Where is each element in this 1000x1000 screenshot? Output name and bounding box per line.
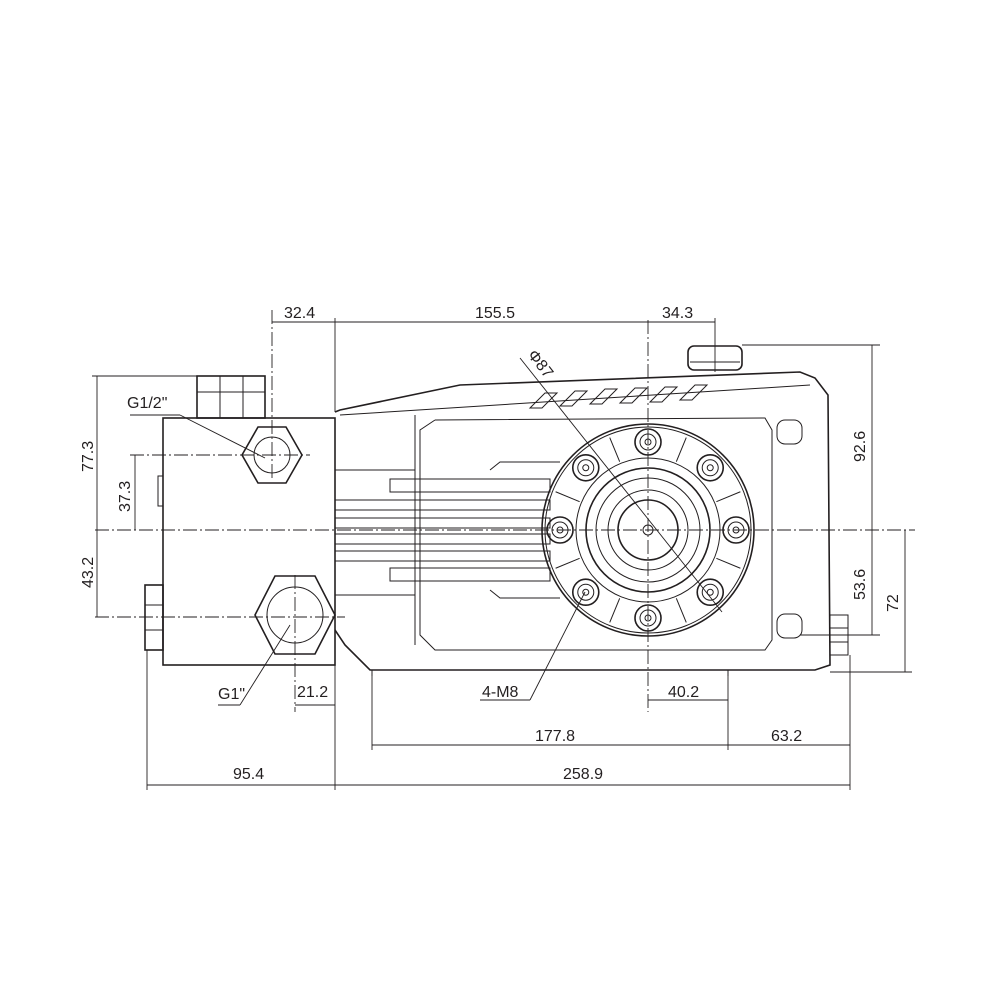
dim-21-2: 21.2 (297, 684, 328, 701)
flange-rib (555, 557, 580, 569)
outlet-port-hex (241, 426, 303, 484)
dim-37-3: 37.3 (117, 481, 134, 512)
flange-bolt-icon (696, 578, 725, 607)
flange-bolt-icon (577, 583, 595, 601)
flange-bolt-icon (644, 614, 652, 622)
flange-bolt-icon (639, 609, 657, 627)
dim-155-5: 155.5 (475, 305, 515, 322)
dim-258-9: 258.9 (563, 766, 603, 783)
flange-bolt-icon (701, 583, 719, 601)
flange-bolt-icon (727, 521, 745, 539)
centerlines (95, 310, 915, 712)
flange-bolt-icon (644, 438, 652, 446)
flange-bolt-icon (634, 428, 662, 456)
flange-bolt-icon (577, 459, 595, 477)
flange-rib (609, 598, 621, 623)
flange-rib (555, 491, 580, 503)
flange (541, 423, 755, 637)
dim-53-6: 53.6 (852, 569, 869, 600)
dim-72: 72 (885, 594, 902, 612)
dim-32-4: 32.4 (284, 305, 315, 322)
dim-43-2: 43.2 (80, 557, 97, 588)
flange-rib (609, 437, 621, 462)
flange-bolt-icon (634, 604, 662, 632)
callout-g1-2: G1/2" (127, 395, 167, 412)
flange-bolt-icon (582, 588, 590, 596)
flange-bolt-icon (551, 521, 569, 539)
dim-34-3: 34.3 (662, 305, 693, 322)
flange-bolt-icon (696, 453, 725, 482)
flange-bolt-icon (722, 516, 750, 544)
flange-bolt-icon (571, 453, 600, 482)
dim-40-2: 40.2 (668, 684, 699, 701)
flange-bolt-icon (706, 464, 714, 472)
flange-bolt-icon (582, 464, 590, 472)
flange-rib (675, 437, 687, 462)
flange-bolt-icon (732, 526, 740, 534)
callout-4-m8: 4-M8 (482, 684, 519, 701)
dim-177-8: 177.8 (535, 728, 575, 745)
dim-63-2: 63.2 (771, 728, 802, 745)
flange-bolt-icon (706, 588, 714, 596)
flange-rib (716, 557, 741, 569)
dimension-lines (92, 318, 912, 790)
callout-phi-87: Φ87 (524, 347, 556, 382)
dim-95-4: 95.4 (233, 766, 264, 783)
top-ribs (528, 384, 709, 409)
flange-bolt-icon (571, 578, 600, 607)
flange-bolt-icon (701, 459, 719, 477)
flange-bolt-icon (639, 433, 657, 451)
inlet-port-hex (254, 575, 336, 655)
dim-77-3: 77.3 (80, 441, 97, 472)
flange-rib (716, 491, 741, 503)
pump-head (144, 375, 336, 666)
flange-rib (675, 598, 687, 623)
flange-bolt-icon (556, 526, 564, 534)
crankcase (334, 345, 849, 676)
flange-bolt-icon (546, 516, 574, 544)
dim-92-6: 92.6 (852, 431, 869, 462)
callout-g1: G1" (218, 686, 245, 703)
